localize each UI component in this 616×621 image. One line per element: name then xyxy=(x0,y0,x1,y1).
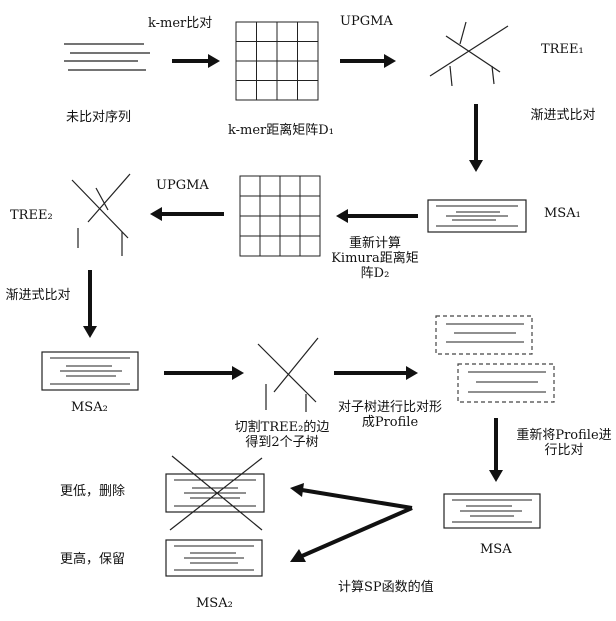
deleted-msa-box xyxy=(165,455,265,531)
arrow-kmer xyxy=(172,54,220,68)
profile-box-1 xyxy=(435,315,533,355)
kimura-distance-matrix xyxy=(239,175,321,257)
upgma-label-1: UPGMA xyxy=(340,14,393,29)
msa1-box xyxy=(427,199,527,233)
cut-tree-diagram xyxy=(257,337,319,412)
tree2-diagram xyxy=(71,173,131,256)
kmer-compare-label: k-mer比对 xyxy=(148,16,213,31)
progressive-label-1: 渐进式比对 xyxy=(530,108,596,123)
arrow-upgma-1 xyxy=(340,54,396,68)
arrow-left-1 xyxy=(336,209,418,223)
profile-box-2 xyxy=(457,363,555,403)
msa2-label-top: MSA₂ xyxy=(71,400,108,415)
subtree-profile-label: 对子树进行比对形成Profile xyxy=(337,400,442,430)
arrow-right-profile xyxy=(334,366,418,380)
cut-tree-label: 切割TREE₂的边得到2个子树 xyxy=(234,420,330,450)
unaligned-sequences xyxy=(64,43,150,71)
msa-final-box xyxy=(443,493,541,529)
higher-keep-label: 更高，保留 xyxy=(60,552,126,567)
arrow-down-2 xyxy=(83,270,97,338)
arrow-down-1 xyxy=(469,104,483,172)
realign-profile-label: 重新将Profile进行比对 xyxy=(516,428,612,458)
tree1-label: TREE₁ xyxy=(541,42,584,57)
arrow-to-delete xyxy=(290,483,413,510)
msa-final-label: MSA xyxy=(480,542,512,557)
arrow-right-cut xyxy=(164,366,244,380)
kept-msa-box xyxy=(165,539,263,577)
unaligned-seqs-label: 未比对序列 xyxy=(66,110,132,125)
tree2-label: TREE₂ xyxy=(10,208,53,223)
upgma-label-2: UPGMA xyxy=(156,178,209,193)
msa2-box xyxy=(41,351,139,391)
progressive-label-2: 渐进式比对 xyxy=(5,288,71,303)
recompute-label: 重新计算Kimura距离矩阵D₂ xyxy=(331,236,419,281)
msa2-label-bottom: MSA₂ xyxy=(196,596,233,611)
sp-score-label: 计算SP函数的值 xyxy=(338,580,434,595)
arrow-to-keep xyxy=(290,506,413,562)
arrow-upgma-2 xyxy=(150,207,224,221)
kmer-distance-matrix xyxy=(235,21,319,101)
msa1-label: MSA₁ xyxy=(544,206,581,221)
lower-delete-label: 更低，删除 xyxy=(60,484,126,499)
kmer-matrix-label: k-mer距离矩阵D₁ xyxy=(228,123,334,138)
tree1-diagram xyxy=(429,21,509,87)
arrow-down-3 xyxy=(489,418,503,482)
